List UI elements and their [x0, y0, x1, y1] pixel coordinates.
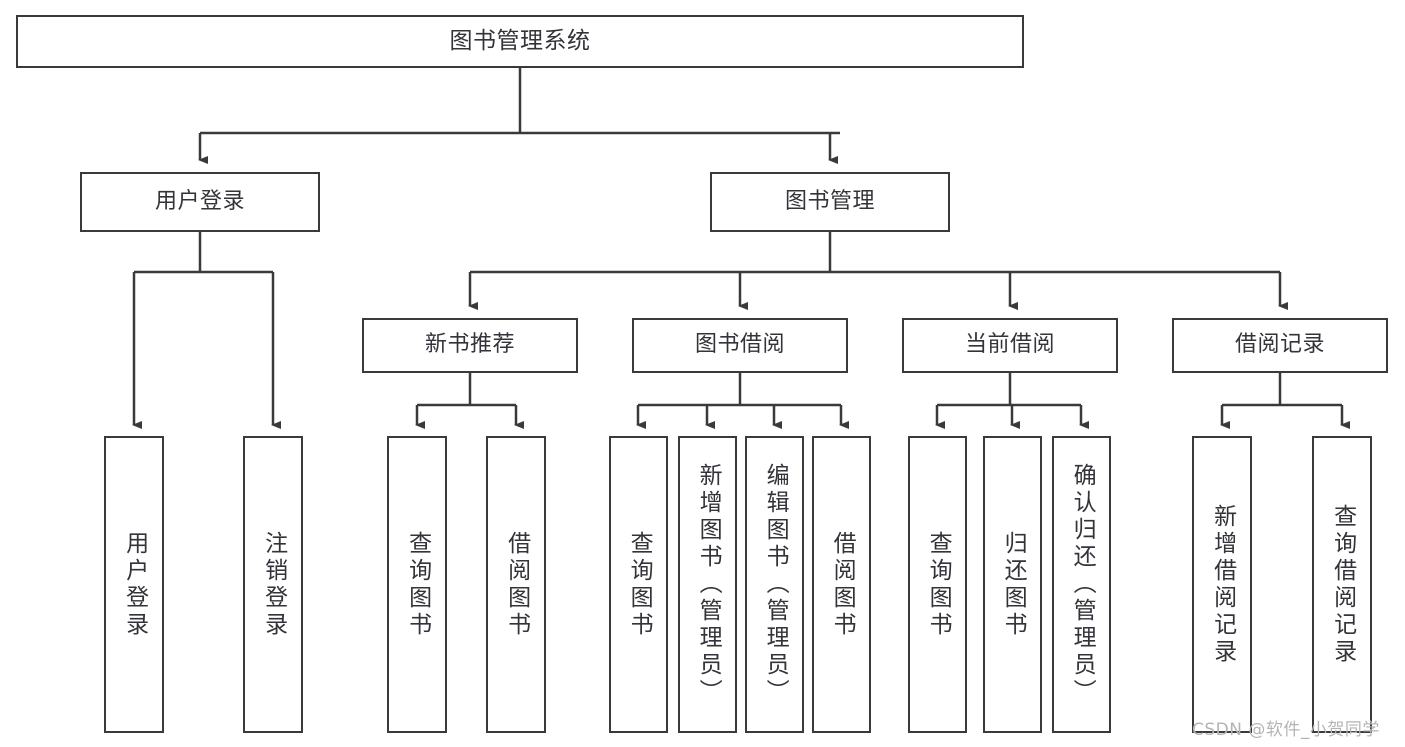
node-book-borrow-label: 图书借阅	[694, 332, 785, 358]
node-book-borrow[interactable]: 图书借阅	[632, 318, 848, 373]
leaf-edit-book[interactable]: 编辑图书（管理员）	[745, 436, 804, 733]
leaf-confirm-return-label: 确认归还（管理员）	[1069, 463, 1096, 706]
leaf-add-record-label: 新增借阅记录	[1209, 503, 1236, 666]
leaf-return-book-label: 归还图书	[1000, 530, 1027, 639]
node-root-label: 图书管理系统	[449, 27, 591, 54]
leaf-borrow-book-1[interactable]: 借阅图书	[486, 436, 546, 733]
leaf-edit-book-label: 编辑图书（管理员）	[762, 463, 789, 706]
leaf-logout-label: 注销登录	[260, 530, 287, 639]
node-new-book-recommend-label: 新书推荐	[424, 332, 515, 358]
node-book-manage-label: 图书管理	[784, 188, 875, 214]
leaf-user-login-label: 用户登录	[121, 530, 148, 639]
leaf-query-book-1-label: 查询图书	[404, 530, 431, 639]
leaf-query-record[interactable]: 查询借阅记录	[1312, 436, 1372, 733]
node-new-book-recommend[interactable]: 新书推荐	[362, 318, 578, 373]
leaf-add-record[interactable]: 新增借阅记录	[1192, 436, 1252, 733]
node-user-login-label: 用户登录	[154, 188, 245, 214]
leaf-query-book-1[interactable]: 查询图书	[387, 436, 447, 733]
node-borrow-record[interactable]: 借阅记录	[1172, 318, 1388, 373]
leaf-borrow-book-1-label: 借阅图书	[503, 530, 530, 639]
leaf-add-book-label: 新增图书（管理员）	[695, 463, 722, 706]
leaf-confirm-return[interactable]: 确认归还（管理员）	[1052, 436, 1111, 733]
node-book-manage[interactable]: 图书管理	[710, 172, 950, 232]
leaf-query-record-label: 查询借阅记录	[1329, 503, 1356, 666]
leaf-query-book-3[interactable]: 查询图书	[908, 436, 967, 733]
node-root[interactable]: 图书管理系统	[16, 15, 1024, 68]
leaf-user-login[interactable]: 用户登录	[104, 436, 164, 733]
leaf-query-book-2[interactable]: 查询图书	[609, 436, 668, 733]
leaf-add-book[interactable]: 新增图书（管理员）	[678, 436, 737, 733]
leaf-borrow-book-2[interactable]: 借阅图书	[812, 436, 871, 733]
node-user-login[interactable]: 用户登录	[80, 172, 320, 232]
leaf-query-book-2-label: 查询图书	[626, 530, 653, 639]
node-borrow-record-label: 借阅记录	[1234, 332, 1325, 358]
leaf-borrow-book-2-label: 借阅图书	[829, 530, 856, 639]
leaf-logout[interactable]: 注销登录	[243, 436, 303, 733]
watermark: CSDN @软件_小贺同学	[1192, 720, 1380, 740]
node-current-borrow-label: 当前借阅	[964, 332, 1055, 358]
node-current-borrow[interactable]: 当前借阅	[902, 318, 1118, 373]
leaf-query-book-3-label: 查询图书	[925, 530, 952, 639]
leaf-return-book[interactable]: 归还图书	[983, 436, 1042, 733]
